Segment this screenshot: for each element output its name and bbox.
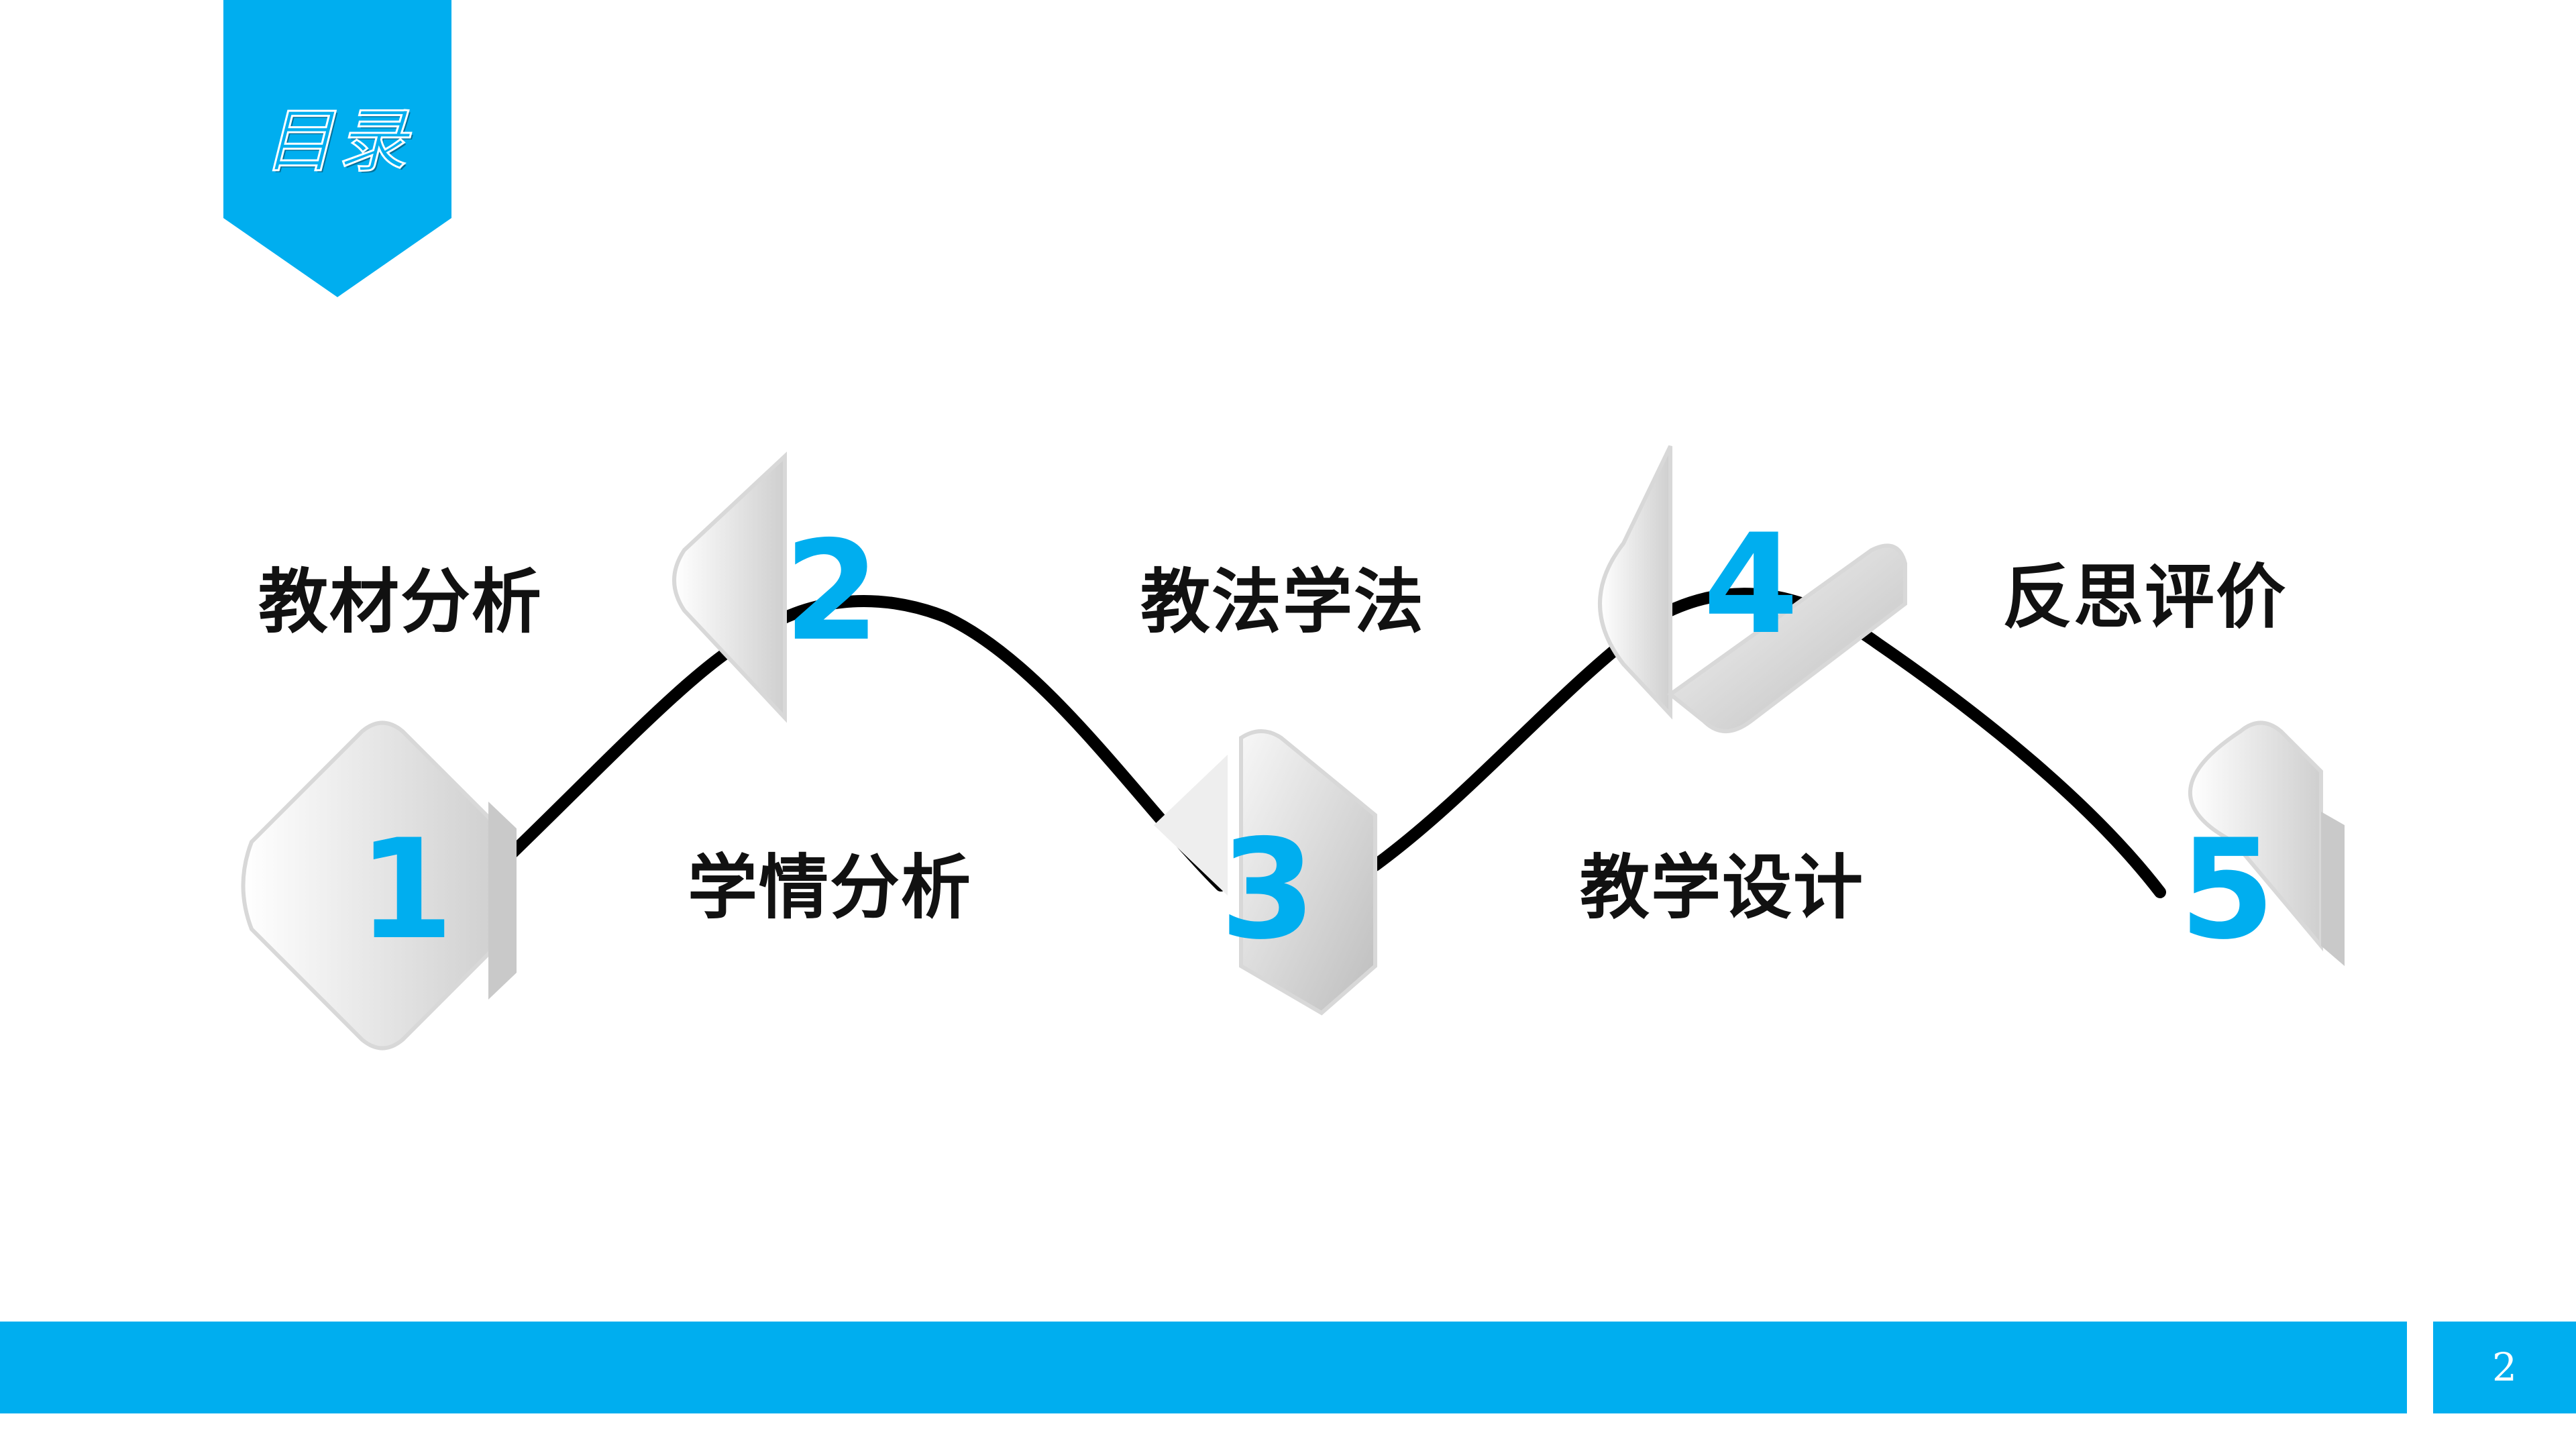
section-number-3: 3 [1220,810,1316,970]
wave-line [504,595,1227,892]
section-label-2: 学情分析 [688,847,973,928]
section-number-1: 1 [358,810,454,970]
page-title: 目录 [262,99,411,183]
section-label-1: 教材分析 [258,561,543,643]
diamond-1 [241,720,517,1051]
section-label-5: 反思评价 [2002,556,2288,638]
diamond-2 [672,451,787,723]
section-number-5: 5 [2179,810,2275,970]
diamond-5 [2188,720,2345,966]
footer-bar [0,1322,2407,1413]
diamond-3 [1154,729,1377,1016]
section-label-3: 教法学法 [1140,561,1426,643]
section-number-2: 2 [784,512,880,672]
diamond-4 [1598,445,1907,733]
wave-line [1369,588,2166,898]
page-number: 2 [2492,1344,2517,1390]
section-label-4: 教学设计 [1580,847,1865,928]
page-number-box [2433,1322,2576,1413]
section-number-4: 4 [1703,505,1799,665]
